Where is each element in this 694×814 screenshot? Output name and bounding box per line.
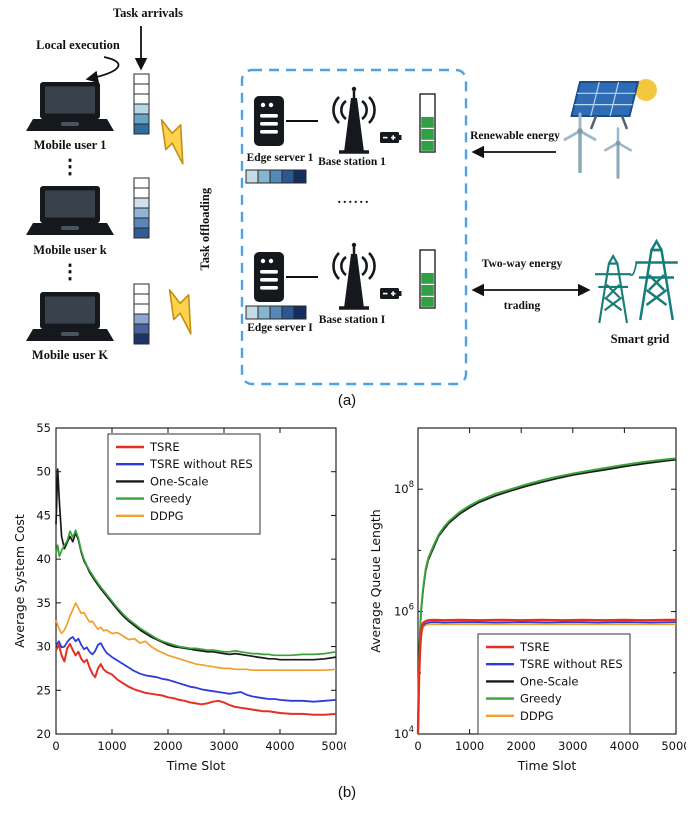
edge-queue-bar xyxy=(245,169,307,184)
wind-turbine-icon xyxy=(603,127,633,181)
edge-server-icon xyxy=(254,96,284,146)
dashed-boundary-box xyxy=(240,68,468,386)
svg-text:TSRE without RES: TSRE without RES xyxy=(519,657,623,671)
task-queue-bar xyxy=(133,283,150,345)
svg-text:One-Scale: One-Scale xyxy=(150,474,209,488)
svg-text:25: 25 xyxy=(36,683,51,697)
svg-text:55: 55 xyxy=(36,421,51,435)
smart-grid-label: Smart grid xyxy=(610,332,670,346)
trading-label: trading xyxy=(503,300,541,312)
svg-text:1000: 1000 xyxy=(455,739,484,753)
horizontal-ellipsis: ...... xyxy=(337,192,371,207)
svg-text:106: 106 xyxy=(394,603,414,619)
svg-text:Time Slot: Time Slot xyxy=(166,758,226,773)
svg-text:3000: 3000 xyxy=(558,739,587,753)
task-queue-bar xyxy=(133,73,150,135)
base-station-icon xyxy=(331,85,377,154)
system-model-diagram xyxy=(26,26,679,386)
svg-text:DDPG: DDPG xyxy=(520,709,554,723)
mobile-user-k-label: Mobile user k xyxy=(33,243,107,257)
task-arrivals-label: Task arrivals xyxy=(112,6,184,20)
svg-text:0: 0 xyxy=(414,739,421,753)
task-offloading-label: Task offloading xyxy=(197,187,212,271)
transmission-tower-icon xyxy=(593,240,679,325)
energy-storage-bar xyxy=(419,249,436,309)
edge-server-icon xyxy=(254,252,284,302)
edge-server-1-label: Edge server 1 xyxy=(246,152,314,164)
lightning-icon xyxy=(156,282,210,336)
svg-text:40: 40 xyxy=(36,552,51,566)
local-execution-arrow xyxy=(85,56,120,84)
svg-text:2000: 2000 xyxy=(507,739,536,753)
mobile-user-1-label: Mobile user 1 xyxy=(33,138,107,152)
laptop-icon xyxy=(26,186,114,235)
svg-text:30: 30 xyxy=(36,640,51,654)
base-station-icon xyxy=(331,241,377,310)
svg-text:108: 108 xyxy=(394,480,414,496)
svg-text:One-Scale: One-Scale xyxy=(520,674,579,688)
svg-text:0: 0 xyxy=(52,739,59,753)
battery-icon xyxy=(380,132,402,143)
energy-storage-bar xyxy=(419,93,436,153)
svg-text:45: 45 xyxy=(36,508,51,522)
task-queue-bar xyxy=(133,177,150,239)
edge-server-I-label: Edge server I xyxy=(247,322,313,334)
svg-text:4000: 4000 xyxy=(265,739,294,753)
laptop-icon xyxy=(26,292,114,341)
svg-text:104: 104 xyxy=(394,725,414,741)
two-way-energy-label: Two-way energy xyxy=(481,258,563,270)
svg-text:Time Slot: Time Slot xyxy=(517,758,577,773)
solar-panel-icon xyxy=(570,81,640,130)
panel-b-label: (b) xyxy=(337,784,357,801)
svg-text:TSRE without RES: TSRE without RES xyxy=(149,457,253,471)
svg-text:Greedy: Greedy xyxy=(150,492,192,506)
svg-text:5000: 5000 xyxy=(321,739,346,753)
svg-text:Average Queue Length: Average Queue Length xyxy=(368,509,383,652)
mobile-user-K-label: Mobile user K xyxy=(31,348,109,362)
renewable-energy-label: Renewable energy xyxy=(470,130,560,142)
base-station-1-label: Base station 1 xyxy=(318,156,386,168)
vertical-ellipsis: ⋮ xyxy=(60,156,80,178)
battery-icon xyxy=(380,288,402,299)
svg-text:TSRE: TSRE xyxy=(149,440,180,454)
svg-text:4000: 4000 xyxy=(610,739,639,753)
svg-text:5000: 5000 xyxy=(661,739,686,753)
svg-text:1000: 1000 xyxy=(97,739,126,753)
average-system-cost-chart: 0 1000 2000 3000 4000 5000 20 25 30 35 40 45 50 55Tim… xyxy=(12,420,346,778)
svg-text:DDPG: DDPG xyxy=(150,509,184,523)
panel-a-label: (a) xyxy=(337,392,357,409)
svg-text:50: 50 xyxy=(36,465,51,479)
sun-icon xyxy=(635,79,657,101)
base-station-I-label: Base station I xyxy=(318,314,386,326)
svg-text:TSRE: TSRE xyxy=(519,640,550,654)
vertical-ellipsis: ⋮ xyxy=(60,261,80,283)
svg-text:3000: 3000 xyxy=(209,739,238,753)
svg-text:2000: 2000 xyxy=(153,739,182,753)
svg-text:20: 20 xyxy=(36,727,51,741)
svg-text:35: 35 xyxy=(36,596,51,610)
lightning-icon xyxy=(148,112,202,166)
laptop-icon xyxy=(26,82,114,131)
svg-text:Average System Cost: Average System Cost xyxy=(12,514,27,648)
local-execution-label: Local execution xyxy=(36,38,120,52)
wind-turbine-icon xyxy=(563,112,597,175)
edge-queue-bar xyxy=(245,305,307,320)
svg-text:Greedy: Greedy xyxy=(520,692,562,706)
